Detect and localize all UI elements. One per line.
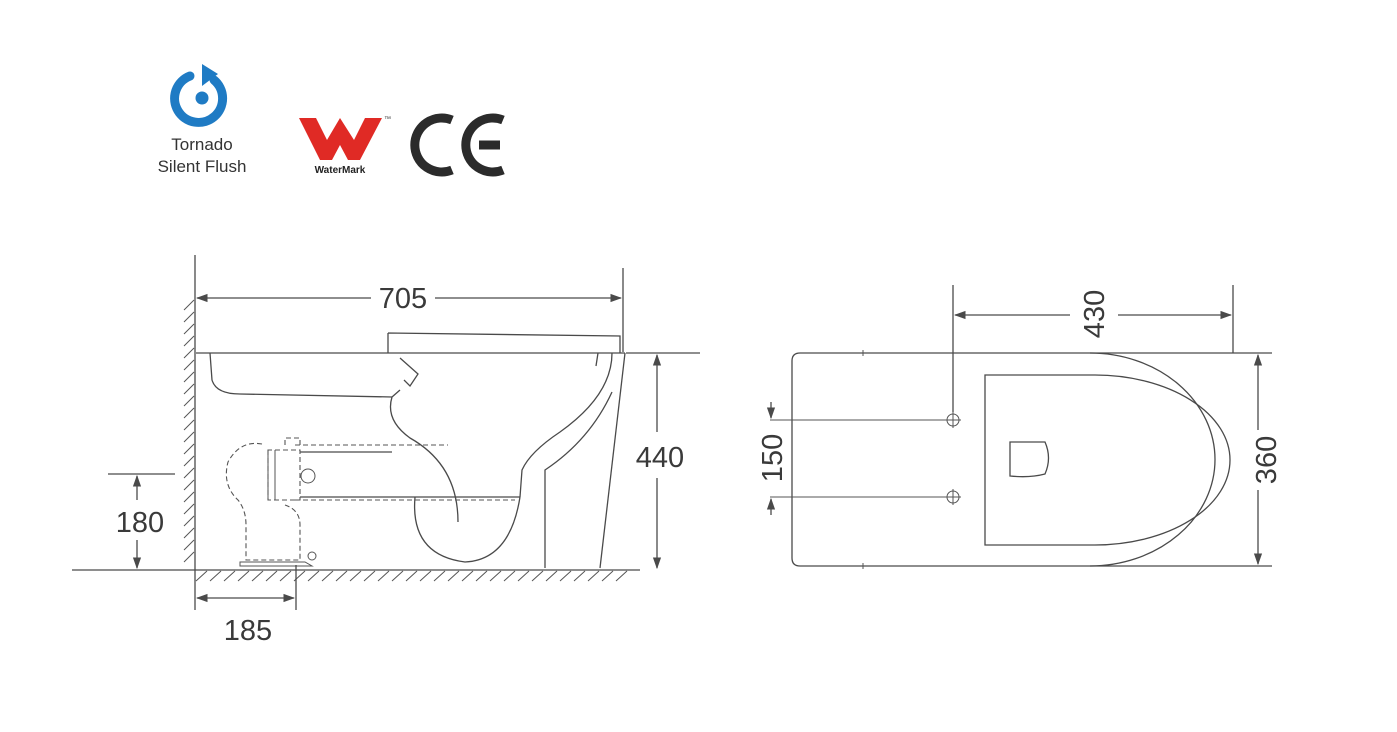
top-view: 430 360 150 — [757, 285, 1283, 569]
fixing-hole-top — [945, 412, 961, 428]
dim-outlet-height-180: 180 — [116, 507, 164, 539]
tornado-line2: Silent Flush — [158, 157, 247, 176]
dim-hole-spacing-150: 150 — [757, 434, 789, 482]
watermark-w-icon — [299, 118, 382, 160]
watermark-label: WaterMark — [315, 165, 366, 176]
tornado-swirl-icon — [170, 64, 228, 127]
wall-hatch — [183, 299, 195, 563]
watermark-tm: ™ — [384, 116, 391, 123]
watermark-logo: ™ WaterMark — [299, 116, 391, 176]
toilet-side-outline — [196, 332, 626, 569]
dim-length-705: 705 — [379, 283, 427, 315]
flush-opening — [1009, 441, 1050, 478]
dim-outlet-offset-185: 185 — [224, 615, 272, 647]
tornado-logo: Tornado Silent Flush — [158, 64, 247, 176]
dim-width-360: 360 — [1251, 436, 1283, 484]
fixing-hole-bottom — [945, 489, 961, 505]
pan-connector-dashed — [225, 437, 515, 567]
top-seat-outline — [984, 374, 1231, 546]
tornado-line1: Tornado — [171, 135, 232, 154]
dim-height-440: 440 — [636, 442, 684, 474]
side-view: 705 440 180 185 — [72, 255, 700, 647]
dim-depth-430: 430 — [1079, 290, 1111, 338]
top-outline — [791, 352, 1216, 567]
ce-c-glyph — [410, 113, 454, 177]
ce-mark — [410, 113, 505, 177]
floor-hatch — [195, 570, 628, 582]
ce-e-glyph — [461, 113, 505, 177]
